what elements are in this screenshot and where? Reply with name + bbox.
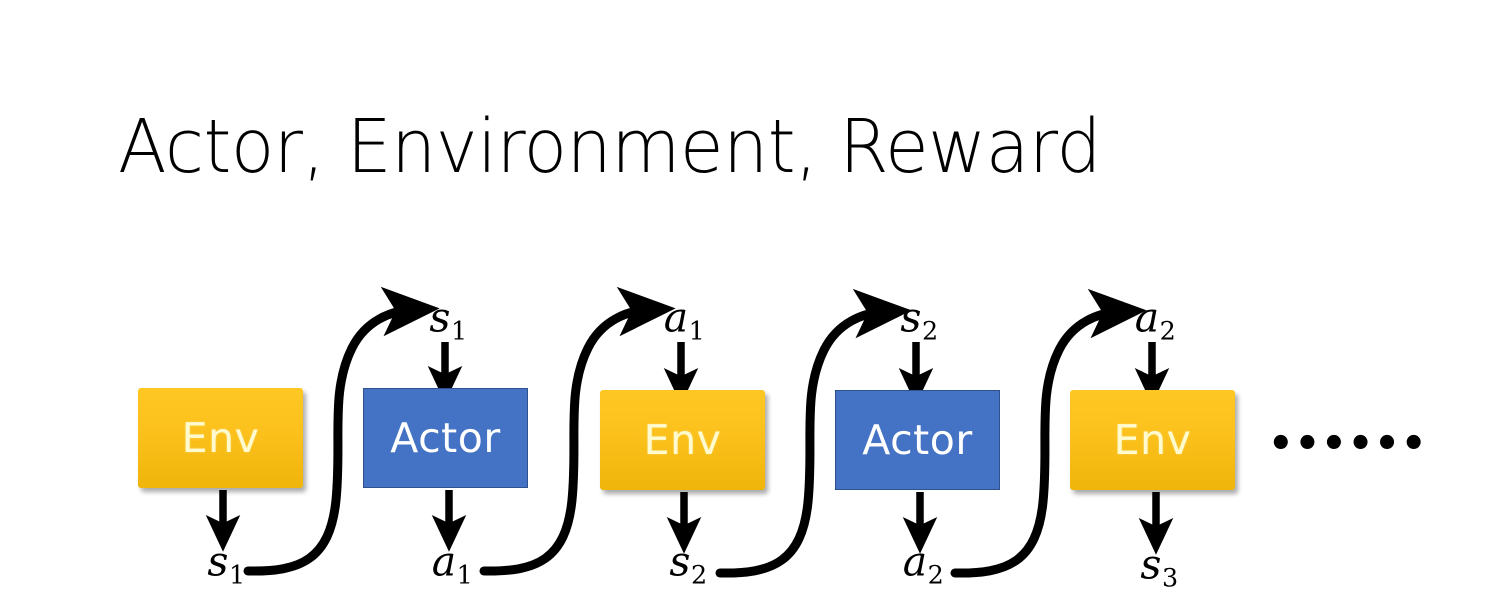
continuation-ellipsis: •••••• [1268, 421, 1428, 467]
node-label: Env [1113, 415, 1192, 464]
label-base: s [429, 293, 451, 342]
label-bottom-a1: a1 [432, 541, 473, 587]
label-base: a [431, 537, 457, 586]
label-base: s [900, 293, 922, 342]
label-bottom-a2: a2 [903, 541, 944, 587]
label-subscript: 1 [456, 559, 473, 590]
label-base: s [1140, 540, 1162, 589]
label-subscript: 2 [927, 559, 944, 590]
label-base: a [1134, 293, 1160, 342]
node-actor-2[interactable]: Actor [835, 390, 1000, 490]
label-subscript: 1 [228, 559, 246, 590]
label-base: a [902, 537, 928, 586]
label-top-s2: s2 [900, 297, 938, 343]
node-label: Env [643, 415, 722, 464]
label-base: a [663, 293, 689, 342]
label-bottom-s3: s3 [1140, 544, 1178, 590]
node-env-2[interactable]: Env [600, 390, 765, 490]
node-label: Actor [862, 415, 973, 464]
label-subscript: 2 [1159, 315, 1176, 346]
label-base: s [207, 537, 229, 586]
label-top-a1: a1 [664, 297, 705, 343]
node-label: Env [181, 413, 260, 462]
node-label: Actor [390, 413, 501, 462]
label-subscript: 1 [688, 315, 705, 346]
label-bottom-s2: s2 [669, 541, 707, 587]
label-subscript: 2 [690, 559, 708, 590]
node-actor-1[interactable]: Actor [363, 388, 528, 488]
label-subscript: 3 [1161, 562, 1179, 593]
label-top-s1: s1 [429, 297, 467, 343]
down-arrows-into-boxes [427, 342, 1170, 405]
label-subscript: 2 [921, 315, 939, 346]
down-arrows-out-of-boxes [205, 490, 1174, 555]
page-title: Actor, Environment, Reward [118, 104, 1101, 190]
label-bottom-s1: s1 [207, 541, 245, 587]
node-env-1[interactable]: Env [138, 388, 303, 488]
label-subscript: 1 [450, 315, 468, 346]
node-env-3[interactable]: Env [1070, 390, 1235, 490]
label-base: s [669, 537, 691, 586]
label-top-a2: a2 [1135, 297, 1176, 343]
